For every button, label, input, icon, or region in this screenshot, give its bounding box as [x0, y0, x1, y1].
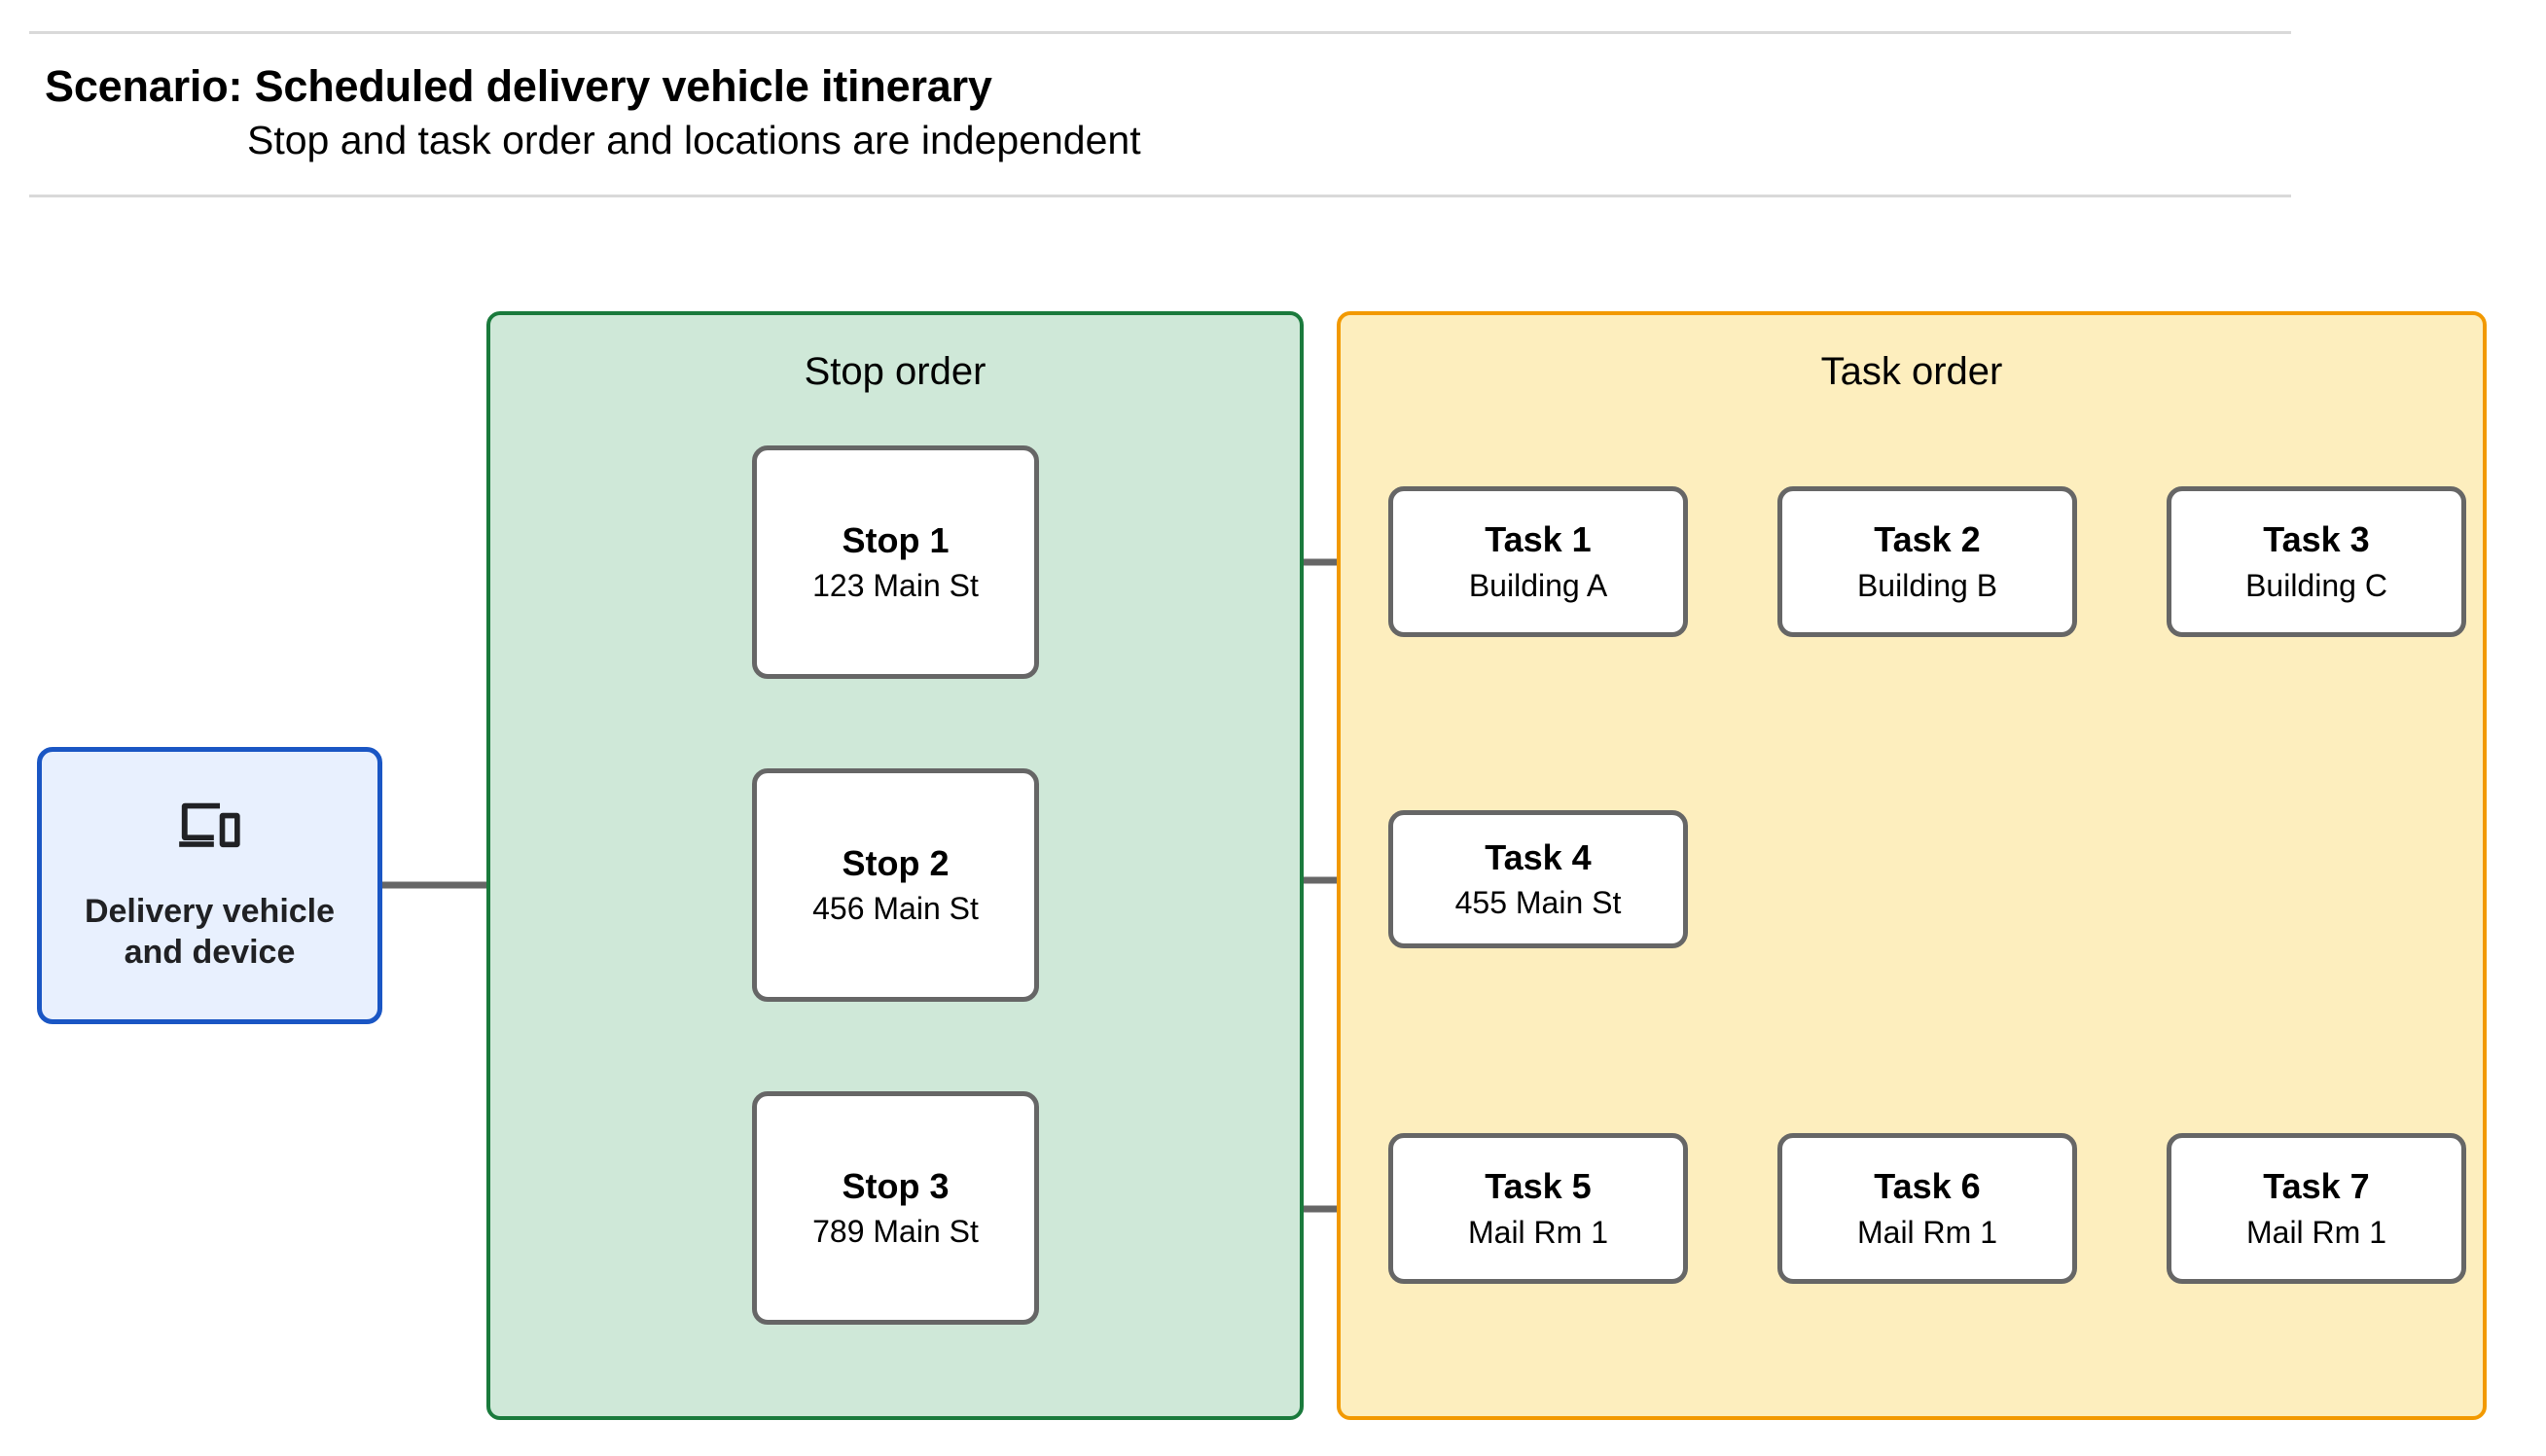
task-node-4-title: Task 4 [1485, 836, 1592, 877]
task-node-5-location: Mail Rm 1 [1467, 1214, 1608, 1250]
stop-node-1[interactable]: Stop 1 123 Main St [752, 445, 1039, 679]
stop-node-1-title: Stop 1 [842, 519, 950, 560]
page-title: Scenario: Scheduled delivery vehicle iti… [45, 61, 992, 111]
task-node-6[interactable]: Task 6 Mail Rm 1 [1777, 1133, 2077, 1284]
task-node-6-title: Task 6 [1874, 1166, 1981, 1207]
task-order-panel-title: Task order [1820, 350, 2003, 393]
stop-node-2-address: 456 Main St [812, 891, 979, 927]
page-subtitle: Stop and task order and locations are in… [247, 118, 1141, 162]
task-node-1-location: Building A [1468, 567, 1608, 603]
task-node-3-location: Building C [2245, 567, 2387, 603]
task-node-4[interactable]: Task 4 455 Main St [1388, 810, 1688, 948]
task-node-7-location: Mail Rm 1 [2245, 1214, 2386, 1250]
task-node-3-title: Task 3 [2263, 519, 2370, 560]
delivery-vehicle-node[interactable]: Delivery vehicle and device [37, 747, 382, 1024]
stop-node-2-title: Stop 2 [842, 842, 950, 883]
task-node-1[interactable]: Task 1 Building A [1388, 486, 1688, 637]
task-node-2-location: Building B [1856, 567, 1998, 603]
task-node-5-title: Task 5 [1485, 1166, 1592, 1207]
delivery-vehicle-label: Delivery vehicle and device [84, 892, 336, 972]
header-rule-top [29, 31, 2291, 34]
task-node-7[interactable]: Task 7 Mail Rm 1 [2167, 1133, 2466, 1284]
stop-node-1-address: 123 Main St [812, 568, 979, 604]
stop-node-3-address: 789 Main St [812, 1214, 979, 1250]
devices-icon [175, 799, 245, 858]
header: Scenario: Scheduled delivery vehicle iti… [0, 0, 2546, 204]
task-node-1-title: Task 1 [1485, 519, 1592, 560]
stop-order-panel-title: Stop order [804, 350, 986, 393]
task-node-2[interactable]: Task 2 Building B [1777, 486, 2077, 637]
task-node-2-title: Task 2 [1874, 519, 1981, 560]
task-node-4-location: 455 Main St [1454, 885, 1622, 921]
header-rule-bottom [29, 195, 2291, 197]
stop-node-3-title: Stop 3 [842, 1165, 950, 1206]
task-node-7-title: Task 7 [2263, 1166, 2370, 1207]
task-node-5[interactable]: Task 5 Mail Rm 1 [1388, 1133, 1688, 1284]
task-node-6-location: Mail Rm 1 [1856, 1214, 1997, 1250]
task-node-3[interactable]: Task 3 Building C [2167, 486, 2466, 637]
stop-node-3[interactable]: Stop 3 789 Main St [752, 1091, 1039, 1325]
stop-node-2[interactable]: Stop 2 456 Main St [752, 768, 1039, 1002]
